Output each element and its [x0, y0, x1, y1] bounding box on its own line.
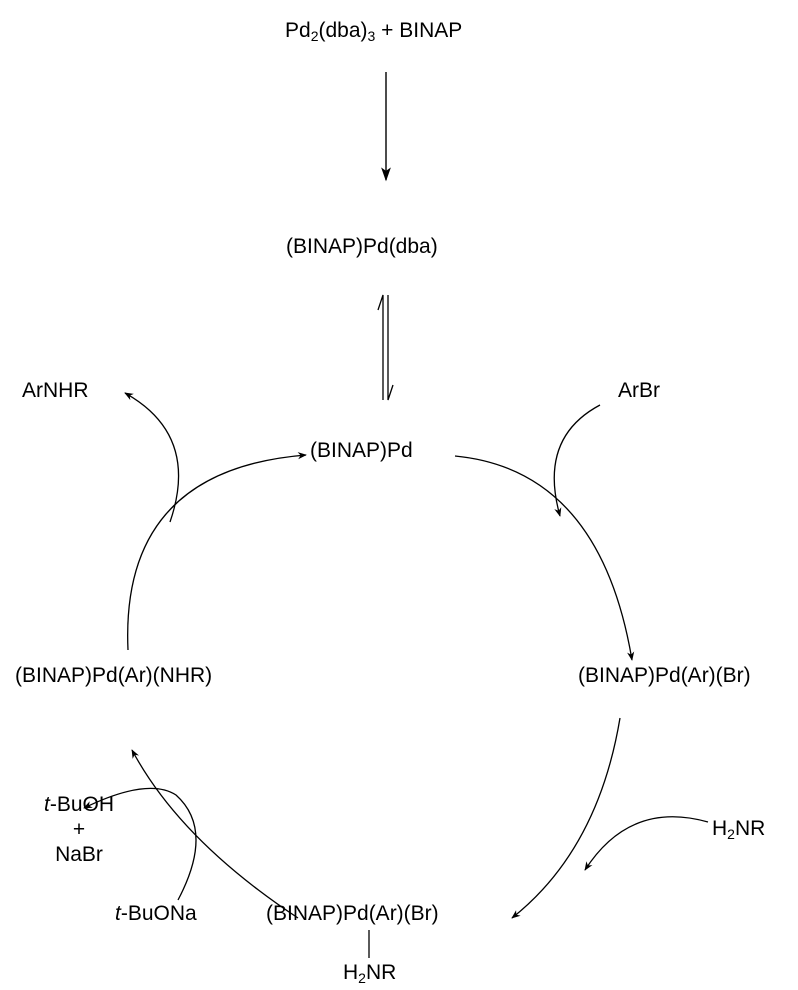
amine-reagent-label: H2NR: [712, 817, 766, 842]
cycle-arc-deprotonation: [131, 749, 299, 919]
binap-pd-dba-label: (BINAP)Pd(dba): [286, 235, 438, 258]
amine-entry-arrow: [584, 816, 709, 871]
product-label: ArNHR: [22, 379, 89, 402]
precatalyst-label: Pd2(dba)3 + BINAP: [285, 19, 463, 44]
equilibrium-arrow-down: [387, 295, 394, 401]
cycle-arc-amine-coordination: [511, 717, 621, 919]
base-label: t-BuONa: [115, 902, 197, 925]
aryl-bromide-label: ArBr: [618, 379, 660, 402]
arylbromide-entry-arrow: [553, 404, 601, 517]
byproducts-label: t-BuOH + NaBr: [24, 792, 134, 867]
base-entry-arrow: [83, 787, 197, 901]
oxidative-addition-product-label: (BINAP)Pd(Ar)(Br): [578, 664, 751, 687]
cycle-arc-oxidative-addition: [454, 455, 635, 661]
plus-sign: +: [72, 818, 86, 841]
product-release-arrow: [124, 392, 180, 523]
equilibrium-arrow-up: [377, 294, 384, 400]
tbuoh-label: t-BuOH: [43, 793, 115, 816]
amido-complex-label: (BINAP)Pd(Ar)(NHR): [15, 664, 213, 687]
amine-ligand-label: H2NR: [343, 961, 397, 986]
nabr-label: NaBr: [55, 843, 103, 866]
cycle-arc-reductive-elimination: [127, 452, 307, 651]
amine-complex-label: (BINAP)Pd(Ar)(Br): [266, 902, 439, 925]
binap-pd-catalyst-label: (BINAP)Pd: [310, 439, 413, 462]
